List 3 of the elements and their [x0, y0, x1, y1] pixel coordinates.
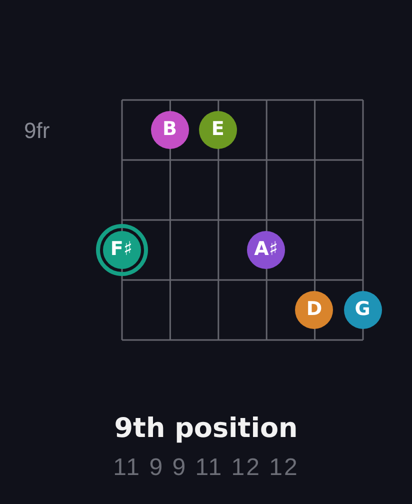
title: 9th position — [113, 412, 299, 446]
fret-position-label: 9fr — [24, 118, 50, 144]
fret-numbers: 11 9 9 11 12 12 — [113, 453, 299, 483]
